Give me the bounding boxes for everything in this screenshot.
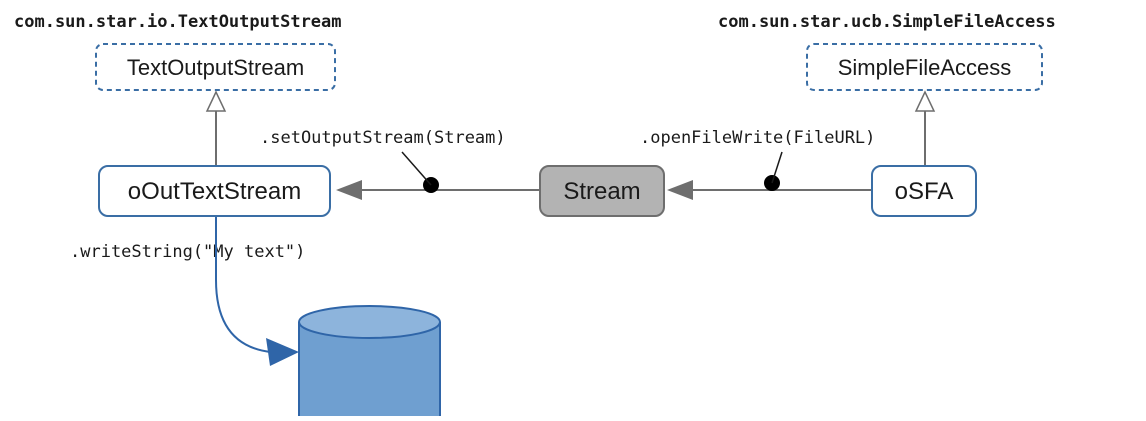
sfa-realization-arrow (914, 90, 936, 166)
stream-label: Stream (563, 178, 640, 205)
out-text-stream-label: oOutTextStream (128, 178, 301, 205)
text-output-stream-interface: TextOutputStream (95, 43, 336, 91)
simple-file-access-interface-label: SimpleFileAccess (838, 55, 1012, 80)
filled-arrowhead-icon (336, 180, 362, 200)
simple-file-access-qualified-name: com.sun.star.ucb.SimpleFileAccess (718, 12, 1056, 32)
filled-arrowhead-icon (667, 180, 693, 200)
stream-object: Stream (539, 165, 665, 217)
write-string-call: .writeString("My text") (70, 242, 305, 262)
out-text-stream-object: oOutTextStream (98, 165, 331, 217)
write-arrowhead-icon (266, 338, 299, 366)
file-database-icon (298, 305, 441, 416)
text-output-stream-qualified-name: com.sun.star.io.TextOutputStream (14, 12, 342, 32)
text-output-stream-interface-box (95, 43, 336, 91)
hollow-triangle-icon (914, 90, 936, 112)
sfa-to-stream-connector (667, 151, 872, 200)
open-file-write-call: .openFileWrite(FileURL) (640, 128, 875, 148)
out-text-stream-realization-arrow (205, 90, 227, 166)
stream-to-out-text-stream-connector (336, 151, 540, 200)
cylinder-top (298, 305, 441, 339)
sfa-label: oSFA (895, 178, 954, 205)
call-leader-line (771, 151, 783, 184)
sfa-object: oSFA (871, 165, 977, 217)
call-leader-line (401, 151, 432, 186)
simple-file-access-interface-box (806, 43, 1043, 91)
stream-box (539, 165, 665, 217)
simple-file-access-interface: SimpleFileAccess (806, 43, 1043, 91)
write-string-curve (215, 217, 271, 353)
text-output-stream-interface-label: TextOutputStream (127, 55, 304, 80)
sfa-box (871, 165, 977, 217)
write-string-arrow (215, 217, 299, 366)
out-text-stream-box (98, 165, 331, 217)
hollow-triangle-icon (205, 90, 227, 112)
set-output-stream-call: .setOutputStream(Stream) (260, 128, 506, 148)
